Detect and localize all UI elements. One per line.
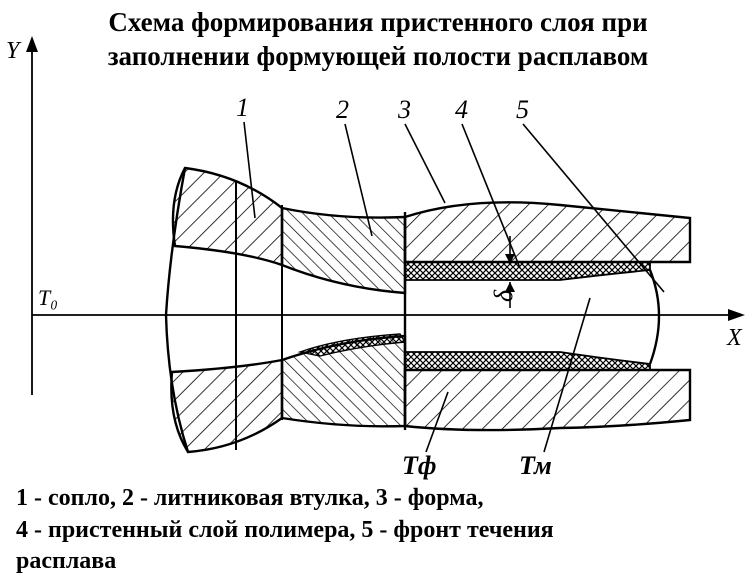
melt-temperature-label: Тм (519, 451, 552, 480)
legend-line-1: 1 - сопло, 2 - литниковая втулка, 3 - фо… (16, 485, 484, 511)
delta-label: δ (489, 289, 518, 302)
sprue-bushing-lower (280, 334, 407, 428)
y-axis-label: Y (6, 38, 22, 64)
x-axis-arrow-icon (728, 309, 745, 321)
wall-thickness-dimension: δ (489, 236, 518, 308)
injection-mold-diagram: Y X T₀ δ (6, 36, 745, 480)
callout-leaders (243, 121, 665, 453)
callout-2: 2 (336, 95, 349, 124)
sprue-bushing-upper (280, 206, 407, 295)
nozzle (170, 166, 284, 454)
outer-contour (164, 167, 190, 453)
x-axis-label: X (726, 325, 743, 351)
mold-body (403, 201, 692, 432)
wall-layer-upper (404, 261, 651, 281)
nozzle-upper (171, 166, 284, 267)
form-temperature-label: Тф (402, 451, 437, 480)
mold-lower-half (403, 368, 692, 432)
callout-1: 1 (236, 93, 249, 122)
y-axis-arrow-icon (26, 36, 38, 52)
diagram-title-line-1: Схема формирования пристенного слоя при (108, 7, 648, 37)
nozzle-lower (170, 358, 284, 454)
origin-label: T₀ (38, 285, 58, 310)
diagram-title-line-2: заполнении формующей полости расплавом (107, 41, 649, 71)
sprue-bushing (280, 206, 407, 428)
legend-line-2: 4 - пристенный слой полимера, 5 - фронт … (16, 517, 554, 543)
callout-numbers: 1 2 3 4 5 (236, 93, 529, 124)
callout-5: 5 (516, 95, 529, 124)
axes: Y X T₀ (6, 36, 745, 395)
callout-4: 4 (455, 95, 468, 124)
wall-layer-lower (404, 351, 651, 371)
legend-line-3: расплава (16, 548, 117, 574)
mold-upper-half (403, 201, 692, 264)
callout-3: 3 (397, 95, 411, 124)
